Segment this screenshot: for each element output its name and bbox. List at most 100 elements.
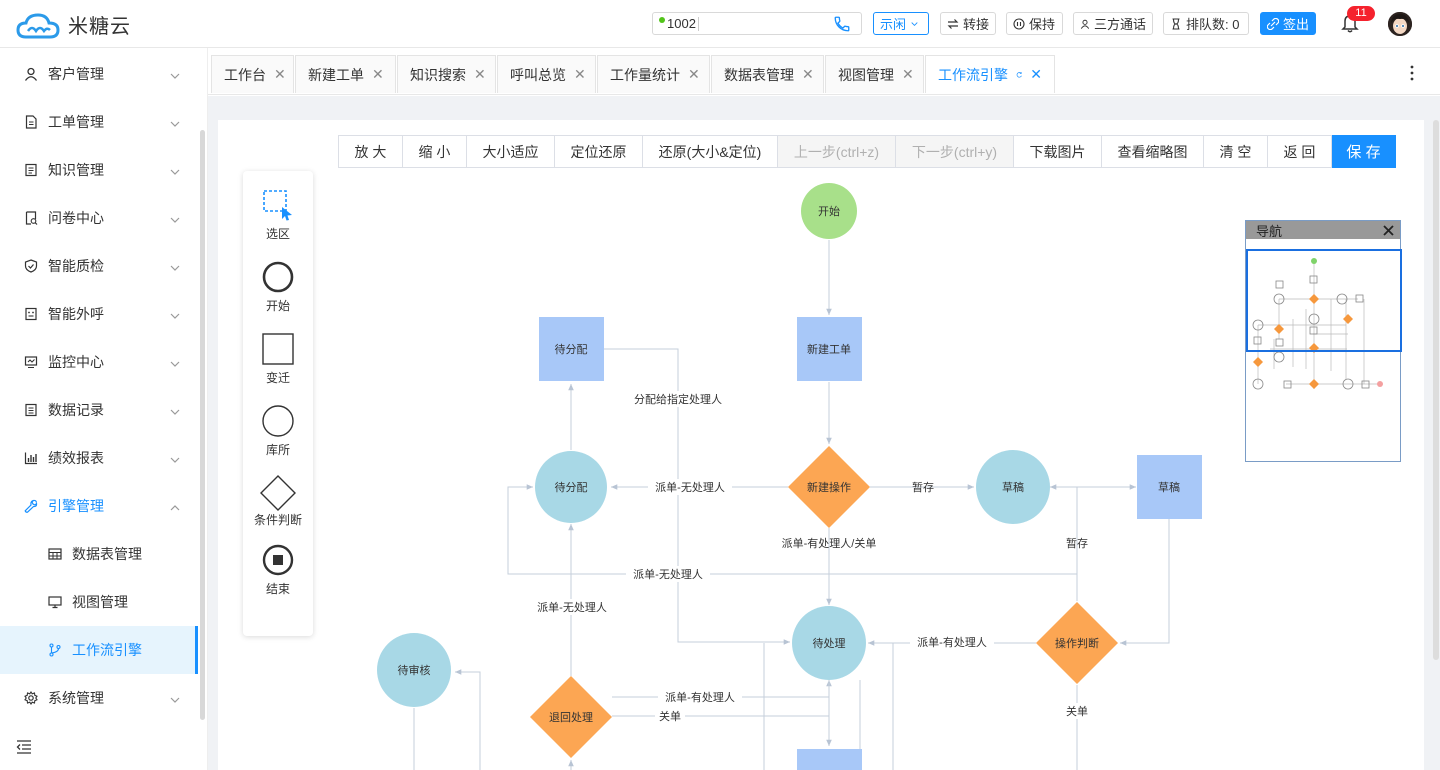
tab-2[interactable]: 知识搜索✕	[397, 55, 496, 93]
locate-reset-button[interactable]: 定位还原	[555, 135, 643, 168]
chevron-down-icon	[170, 308, 180, 324]
close-icon[interactable]: ✕	[1030, 66, 1042, 82]
link-break-icon	[1267, 17, 1279, 30]
tab-5[interactable]: 数据表管理✕	[711, 55, 824, 93]
edge-label-assign-handler: 分配给指定处理人	[634, 392, 722, 406]
chevron-down-icon	[170, 404, 180, 420]
sidebar-subitem-label: 视图管理	[72, 594, 128, 610]
download-image-button[interactable]: 下载图片	[1014, 135, 1102, 168]
tab-bar: 工作台✕新建工单✕知识搜索✕呼叫总览✕工作量统计✕数据表管理✕视图管理✕工作流引…	[208, 48, 1440, 95]
avatar-image	[1388, 12, 1412, 36]
checkout-button[interactable]: 签出	[1260, 12, 1316, 35]
node-operation-decision[interactable]	[1036, 602, 1118, 684]
node-pending-process[interactable]	[792, 606, 866, 680]
close-icon[interactable]: ✕	[574, 66, 586, 82]
zoom-in-button[interactable]: 放 大	[338, 135, 403, 168]
agent-status-select[interactable]: 示闲	[873, 12, 929, 35]
close-icon[interactable]: ✕	[372, 66, 384, 82]
chevron-down-icon	[170, 68, 180, 84]
tab-7[interactable]: 工作流引擎 ✕	[925, 55, 1055, 93]
sidebar-item-10[interactable]: 系统管理	[0, 674, 198, 722]
sidebar-item-7[interactable]: 数据记录	[0, 386, 198, 434]
extension-input[interactable]: 1002	[652, 12, 862, 35]
node-new-ticket[interactable]	[797, 317, 862, 381]
sidebar-item-1[interactable]: 工单管理	[0, 98, 198, 146]
view-thumbnail-button[interactable]: 查看缩略图	[1102, 135, 1204, 168]
sidebar-item-9[interactable]: 引擎管理	[0, 482, 198, 530]
navigator-panel[interactable]: 导航	[1245, 220, 1402, 462]
tab-label: 呼叫总览	[510, 66, 566, 83]
tab-label: 工作流引擎	[938, 66, 1008, 83]
sidebar-subitem-2[interactable]: 工作流引擎	[0, 626, 198, 674]
book-icon	[24, 163, 38, 177]
sidebar-item-8[interactable]: 绩效报表	[0, 434, 198, 482]
close-icon[interactable]: ✕	[802, 66, 814, 82]
hold-button[interactable]: 保持	[1006, 12, 1063, 35]
three-way-call-button[interactable]: 三方通话	[1073, 12, 1153, 35]
chevron-down-icon	[170, 692, 180, 708]
chevron-up-icon	[170, 500, 180, 516]
tab-3[interactable]: 呼叫总览 ✕	[497, 55, 596, 93]
sidebar-subitem-1[interactable]: 视图管理	[0, 578, 198, 626]
close-icon[interactable]: ✕	[902, 66, 914, 82]
palette-place-node[interactable]: 库所	[243, 405, 313, 458]
tab-6[interactable]: 视图管理✕	[825, 55, 924, 93]
edge-incoming-review	[455, 669, 481, 770]
back-button[interactable]: 返 回	[1268, 135, 1332, 168]
reset-all-button[interactable]: 还原(大小&定位)	[643, 135, 778, 168]
avatar[interactable]	[1388, 12, 1412, 36]
close-icon[interactable]: ✕	[274, 66, 286, 82]
content-scrollbar[interactable]	[1433, 120, 1439, 660]
node-new-ticket-label: 新建工单	[807, 342, 851, 356]
node-pending-assign-circle[interactable]	[535, 451, 607, 523]
fit-size-button[interactable]: 大小适应	[467, 135, 555, 168]
workflow-canvas[interactable]: 开始 待分配 新建工单 待分配 新建操作 草稿 草稿 待处理 操作判断 待审核 …	[318, 172, 1418, 770]
phone-icon[interactable]	[833, 15, 851, 33]
zoom-out-button[interactable]: 缩 小	[403, 135, 467, 168]
sidebar-item-5[interactable]: 智能外呼	[0, 290, 198, 338]
node-pending-review-label: 待审核	[398, 663, 431, 677]
close-icon[interactable]	[1383, 224, 1394, 236]
sidebar-item-4[interactable]: 智能质检	[0, 242, 198, 290]
sidebar-scrollbar[interactable]	[200, 130, 205, 720]
node-draft-rect[interactable]	[1137, 455, 1202, 519]
sidebar-item-0[interactable]: 客户管理	[0, 50, 198, 98]
palette-select-tool[interactable]: 选区	[243, 189, 313, 242]
sidebar-item-3[interactable]: 问卷中心	[0, 194, 198, 242]
node-new-operation[interactable]	[788, 446, 870, 528]
palette-transition-node[interactable]: 变迁	[243, 333, 313, 386]
node-bottom-rect[interactable]	[797, 749, 862, 770]
sidebar-item-2[interactable]: 知识管理	[0, 146, 198, 194]
palette-start-node[interactable]: 开始	[243, 261, 313, 314]
palette-condition-node[interactable]: 条件判断	[243, 475, 313, 528]
refresh-icon[interactable]	[1016, 69, 1022, 81]
sidebar-item-6[interactable]: 监控中心	[0, 338, 198, 386]
more-options-icon[interactable]	[1405, 64, 1419, 82]
sidebar-item-label: 监控中心	[48, 354, 104, 370]
node-return-process[interactable]	[530, 676, 612, 758]
close-icon[interactable]: ✕	[688, 66, 700, 82]
save-button[interactable]: 保 存	[1332, 135, 1396, 168]
palette-end-node[interactable]: 结束	[243, 544, 313, 597]
tab-0[interactable]: 工作台✕	[211, 55, 294, 93]
tab-4[interactable]: 工作量统计✕	[597, 55, 710, 93]
checkout-label: 签出	[1282, 17, 1309, 32]
flow-edges	[413, 240, 1170, 770]
chevron-down-icon	[170, 356, 180, 372]
undo-button[interactable]: 上一步(ctrl+z)	[778, 135, 896, 168]
node-pending-review[interactable]	[377, 633, 451, 707]
transfer-button[interactable]: 转接	[940, 12, 996, 35]
node-draft-circle[interactable]	[976, 450, 1050, 524]
clear-button[interactable]: 清 空	[1204, 135, 1268, 168]
node-start[interactable]	[801, 183, 857, 239]
navigator-minimap[interactable]	[1246, 239, 1402, 461]
redo-button[interactable]: 下一步(ctrl+y)	[896, 135, 1014, 168]
close-icon[interactable]: ✕	[474, 66, 486, 82]
edge-label-dispatch-handler-close: 派单-有处理人/关单	[782, 536, 877, 550]
node-pending-assign-rect[interactable]	[539, 317, 604, 381]
marquee-select-icon	[263, 190, 292, 221]
start-circle-icon	[262, 261, 294, 293]
sidebar-subitem-0[interactable]: 数据表管理	[0, 530, 198, 578]
collapse-sidebar-icon[interactable]	[16, 740, 32, 757]
tab-1[interactable]: 新建工单✕	[295, 55, 396, 93]
